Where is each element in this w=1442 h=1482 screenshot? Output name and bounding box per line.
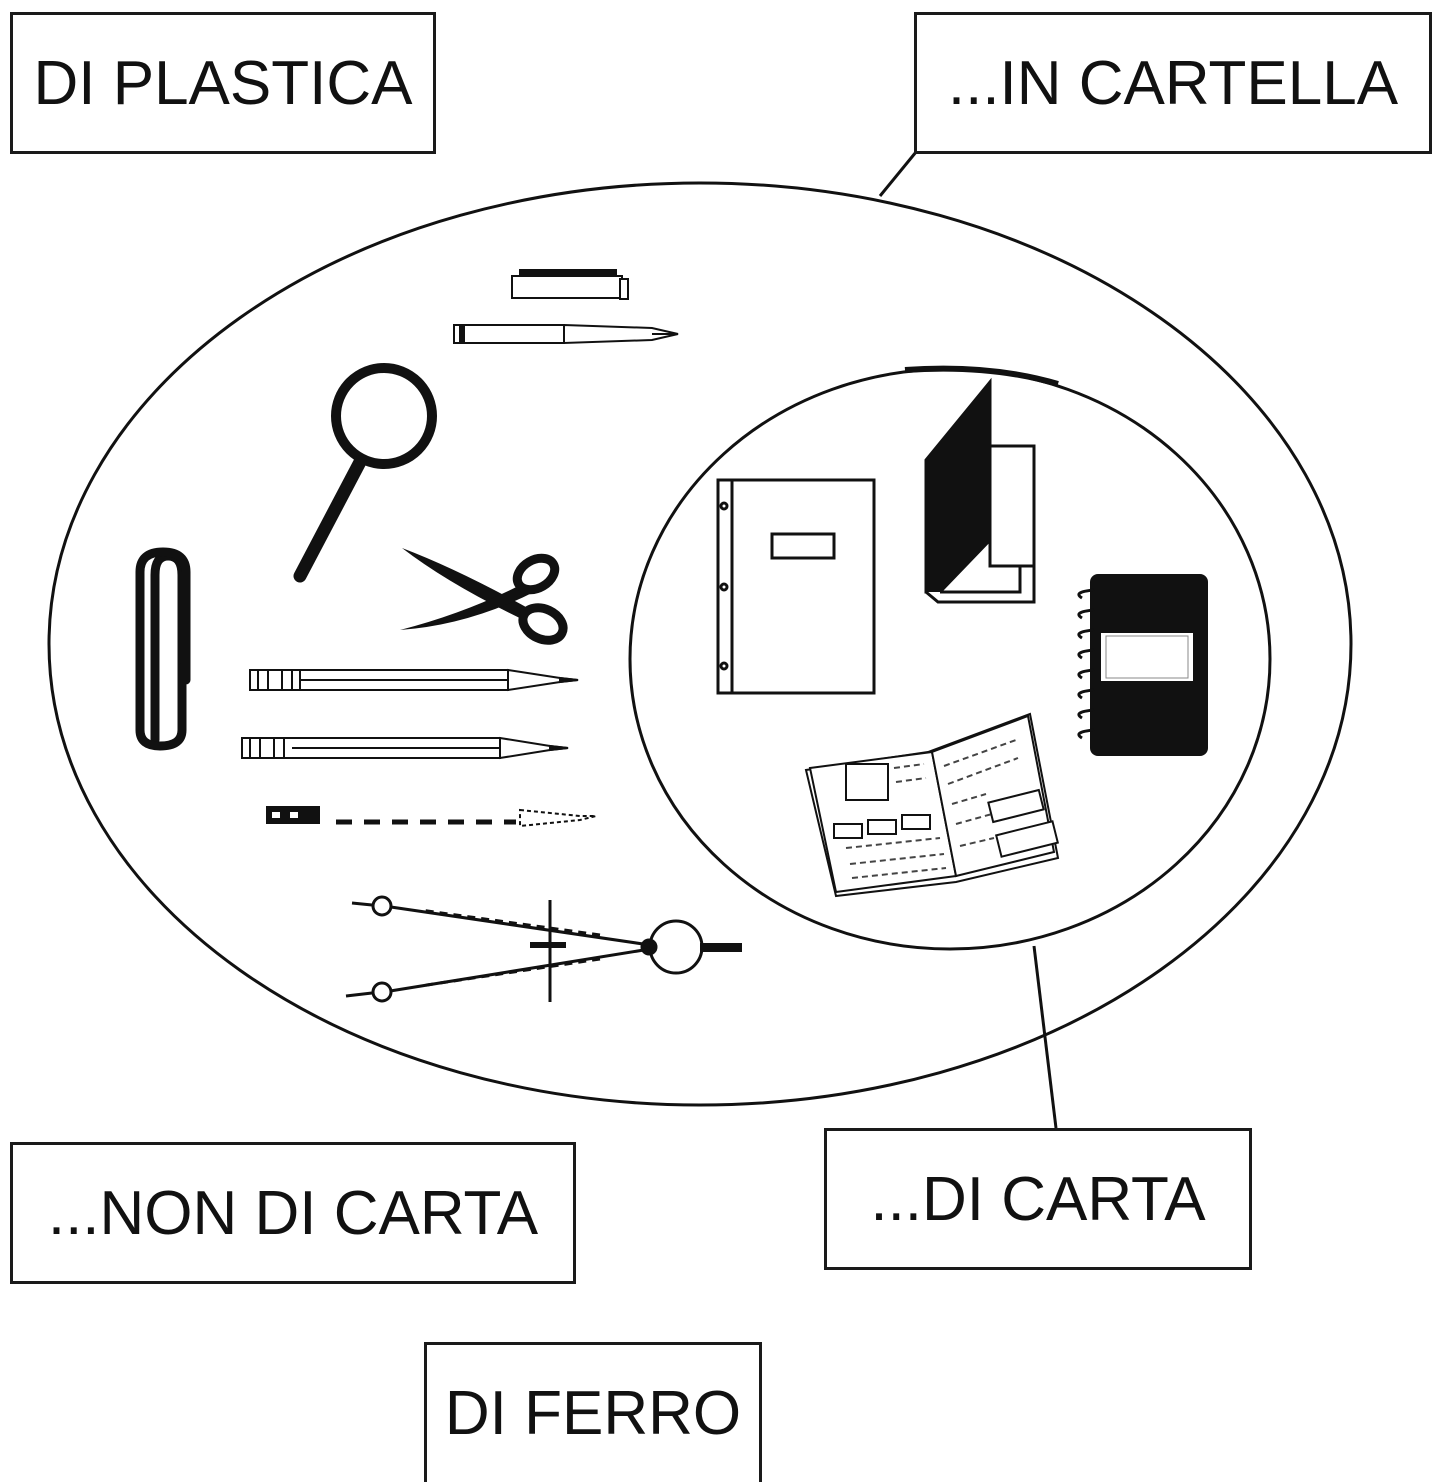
fountain-pen-icon xyxy=(453,269,679,345)
pencil-icon xyxy=(249,668,579,692)
label-di-plastica-text: DI PLASTICA xyxy=(33,48,413,118)
label-non-di-carta-text: ...NON DI CARTA xyxy=(47,1178,539,1248)
label-di-carta-text: ...DI CARTA xyxy=(870,1164,1206,1234)
cartella-connector-line xyxy=(878,151,918,197)
magazine-icon xyxy=(804,712,1060,898)
cartella-set-ellipse xyxy=(47,181,1353,1107)
label-di-ferro: DI FERRO xyxy=(424,1342,762,1482)
carta-connector-line xyxy=(1032,945,1058,1129)
label-in-cartella: ...IN CARTELLA xyxy=(914,12,1432,154)
paper-clip-body xyxy=(135,547,191,751)
label-di-carta: ...DI CARTA xyxy=(824,1128,1252,1270)
label-di-ferro-text: DI FERRO xyxy=(444,1379,742,1448)
magnifying-glass-icon xyxy=(293,363,437,583)
carta-set-accent xyxy=(904,365,1059,387)
label-non-di-carta: ...NON DI CARTA xyxy=(10,1142,576,1284)
compass-icon xyxy=(345,895,742,1003)
mechanical-pencil-icon xyxy=(266,806,597,828)
ring-binder-icon xyxy=(716,478,876,695)
spiral-notebook-icon xyxy=(1077,574,1208,756)
book-icon xyxy=(924,377,1036,604)
label-di-plastica: DI PLASTICA xyxy=(10,12,436,154)
label-in-cartella-text: ...IN CARTELLA xyxy=(947,48,1399,118)
scissors-icon xyxy=(400,548,568,645)
pencil-icon xyxy=(241,736,569,760)
